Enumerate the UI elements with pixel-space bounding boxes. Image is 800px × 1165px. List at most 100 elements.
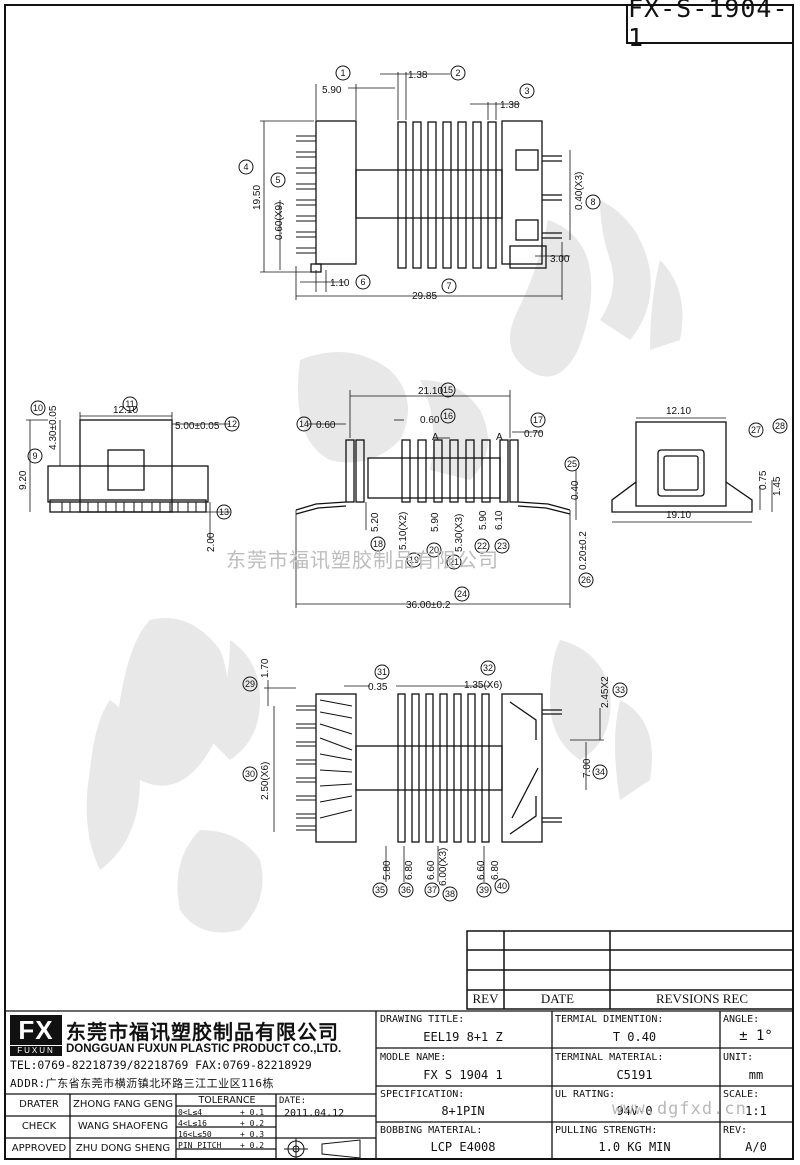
callout-4: 4 (243, 162, 248, 172)
unit-value: mm (748, 1068, 764, 1082)
url-watermark: www.dgfxd.cn (612, 1099, 747, 1119)
dim-front-21: 5.30(X3) (454, 514, 465, 552)
callout-6: 6 (360, 277, 365, 287)
tol-range-4: PIN PITCH (178, 1141, 222, 1150)
date-label: DATE: (279, 1096, 307, 1106)
dim-front-20: 5.90 (430, 512, 441, 532)
dim-front-14: 0.60 (316, 420, 336, 431)
dim-top-4: 19.50 (252, 185, 263, 210)
dim-bottom-36: 6.80 (404, 860, 415, 880)
tol-range-3: 16<L≤50 (178, 1130, 212, 1139)
name-drater: ZHONG FANG GENG (72, 1099, 174, 1110)
revision-table (466, 930, 794, 1010)
dim-top-1: 5.90 (322, 85, 342, 96)
callout-13: 13 (219, 507, 229, 517)
unit-label: UNIT: (723, 1052, 754, 1063)
dim-top-2: 1.38 (408, 70, 428, 81)
pulling-strength-label: PULLING STRENGTH: (555, 1125, 658, 1136)
terminal-dimension-label: TERMIAL DIMENTION: (555, 1014, 664, 1025)
bobbin-material-label: BOBBING MATERIAL: (380, 1125, 483, 1136)
dim-bottom-40: 6.80 (490, 860, 501, 880)
callout-23: 23 (497, 541, 507, 551)
callout-40: 40 (497, 881, 507, 891)
mark-a1: A (432, 432, 439, 443)
dim-side-11: 12.10 (113, 405, 138, 416)
scale-label: SCALE: (723, 1089, 760, 1100)
callout-2: 2 (455, 68, 460, 78)
callout-11: 11 (125, 399, 134, 409)
callout-37: 37 (427, 885, 437, 895)
rev-value: A/0 (745, 1140, 767, 1154)
tolerance-title: TOLERANCE (198, 1095, 256, 1106)
role-approved: APPROVED (11, 1143, 67, 1154)
name-check: WANG SHAOFENG (77, 1121, 169, 1132)
dim-front-25: 0.40 (570, 480, 581, 500)
model-name-value: FX S 1904 1 (423, 1068, 503, 1082)
dim-front-17: 0.70 (524, 429, 544, 440)
callout-29: 29 (245, 679, 255, 689)
dim-side-10: 4.30±0.05 (48, 405, 59, 450)
dim-top-3: 1.38 (500, 100, 520, 111)
callout-8: 8 (590, 197, 595, 207)
tol-range-1: 0<L≤4 (178, 1108, 203, 1117)
tol-value-1: + 0.1 (240, 1108, 265, 1117)
dim-top-9: 3.00 (550, 254, 570, 265)
role-drater: DRATER (19, 1099, 59, 1110)
company-name-cn: 东莞市福讯塑胶制品有限公司 (66, 1020, 339, 1044)
callout-7: 7 (446, 281, 451, 291)
callout-39: 39 (479, 885, 489, 895)
dim-front-24: 36.00±0.2 (406, 600, 451, 611)
scale-value: 1:1 (745, 1104, 767, 1118)
dim-end-28: 1.45 (772, 476, 783, 496)
dim-front-19: 5.10(X2) (398, 512, 409, 550)
callout-22: 22 (477, 541, 487, 551)
callout-25: 25 (567, 459, 577, 469)
callout-9: 9 (32, 451, 37, 461)
callout-26: 26 (581, 575, 591, 585)
date-header: DATE (540, 991, 575, 1006)
dim-bottom-39: 6.60 (476, 860, 487, 880)
drawing-sheet-border (4, 4, 794, 1160)
callout-3: 3 (524, 86, 529, 96)
dim-bottom-30: 2.50(X6) (260, 762, 271, 800)
revisions-header: REVSIONS REC (655, 991, 749, 1006)
dim-end-top: 12.10 (666, 406, 691, 417)
callout-30: 30 (245, 769, 255, 779)
title-block-grid (4, 1010, 794, 1160)
ul-rating-value: 94V-0 (616, 1104, 653, 1118)
callout-14: 14 (299, 419, 309, 429)
dim-bottom-38: 6.00(X3) (438, 848, 449, 886)
dim-bottom-29: 1.70 (260, 658, 271, 678)
role-check: CHECK (21, 1121, 57, 1132)
brush-watermark (86, 200, 683, 933)
bottom-view: 1.70 2.50(X6) 0.35 1.35(X6) 2.45X2 7.00 … (242, 658, 628, 902)
callout-17: 17 (533, 415, 543, 425)
dim-front-15: 21.10 (418, 386, 443, 397)
terminal-material-label: TERMINAL MATERIAL: (555, 1052, 664, 1063)
angle-label: ANGLE: (723, 1014, 760, 1025)
dim-end-27: 0.75 (758, 470, 769, 490)
tol-range-2: 4<L≤16 (178, 1119, 207, 1128)
angle-value: ± 1° (739, 1028, 773, 1044)
dim-bottom-33: 2.45X2 (600, 676, 611, 708)
dim-top-8: 0.40(X3) (574, 172, 585, 210)
dim-side-9: 9.20 (18, 470, 29, 490)
callout-34: 34 (595, 767, 605, 777)
dim-side-12: 5.00±0.05 (175, 421, 220, 432)
callout-18: 18 (373, 539, 383, 549)
dim-front-16: 0.60 (420, 415, 440, 426)
callout-20: 20 (429, 545, 439, 555)
dim-front-18: 5.20 (370, 512, 381, 532)
callout-24: 24 (457, 589, 467, 599)
dim-front-22: 5.90 (478, 510, 489, 530)
end-view: 12.10 19.10 0.75 1.45 27 28 (611, 406, 788, 523)
company-tel-fax: TEL:0769-82218739/82218769 FAX:0769-8221… (10, 1058, 312, 1072)
callout-1: 1 (340, 68, 345, 78)
callout-38: 38 (445, 889, 455, 899)
terminal-material-value: C5191 (616, 1068, 653, 1082)
dim-top-5: 0.60(X9) (274, 202, 285, 240)
side-view: 12.10 4.30±0.05 9.20 5.00±0.05 2.00 10 1… (18, 396, 240, 552)
company-name-en: DONGGUAN FUXUN PLASTIC PRODUCT CO.,LTD. (66, 1043, 342, 1055)
model-name-label: MODLE NAME: (380, 1052, 447, 1063)
callout-12: 12 (227, 419, 237, 429)
